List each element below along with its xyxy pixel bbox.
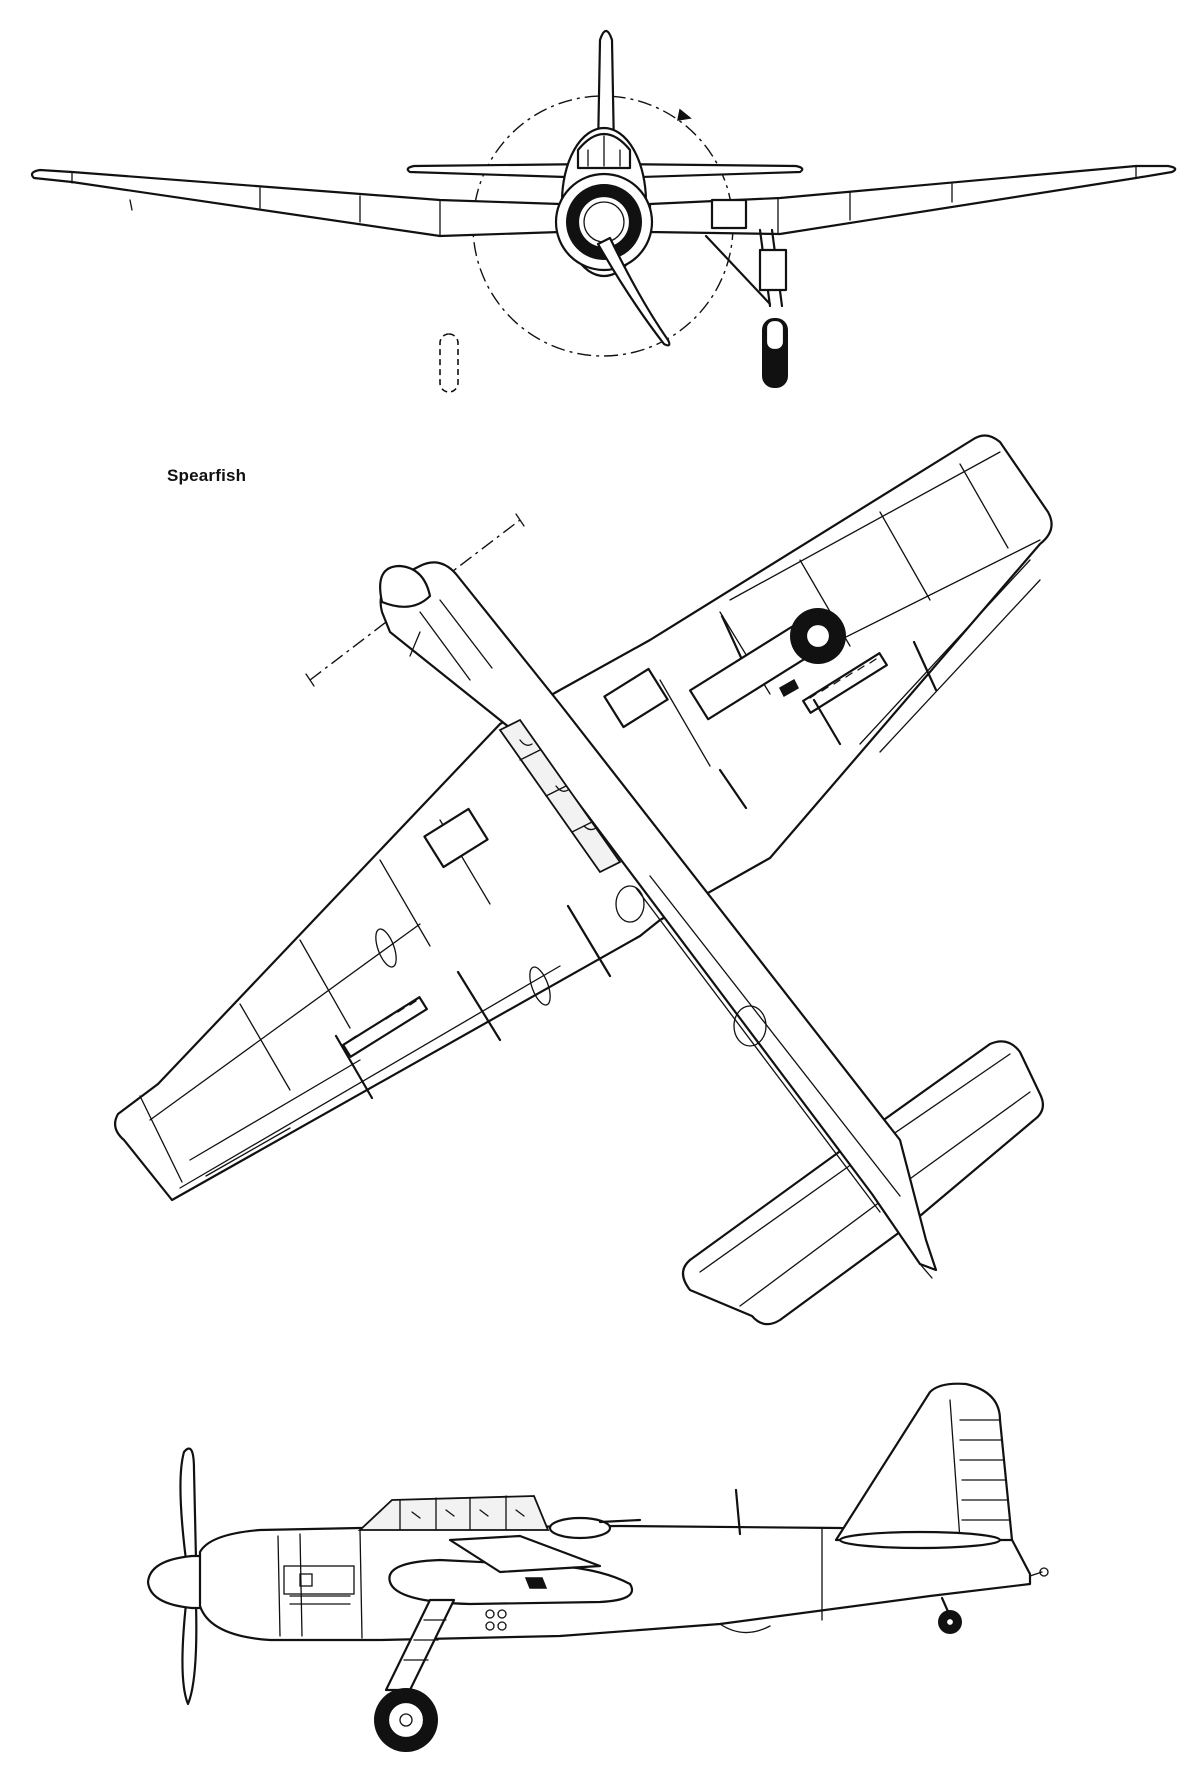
- front-left-wing: [30, 168, 562, 238]
- plan-view: [113, 434, 1053, 1326]
- front-right-wing: [648, 164, 1177, 236]
- right-wing-fairing: [603, 667, 669, 729]
- aircraft-name-label: Spearfish: [167, 466, 247, 485]
- propeller-blade: [596, 236, 671, 347]
- side-exhaust-panel: [283, 1565, 355, 1595]
- rotation-arrow-icon: [677, 108, 692, 121]
- side-spinner: [146, 1554, 204, 1610]
- side-wing-root: [388, 1558, 633, 1606]
- side-propeller-lower: [181, 1602, 198, 1706]
- side-view: [146, 1382, 1049, 1752]
- side-ventral-fairing: [719, 1623, 771, 1634]
- side-propeller-upper: [179, 1447, 198, 1562]
- marking-block: [779, 678, 799, 698]
- oleo-strut: [758, 248, 788, 292]
- side-wing-fairing: [448, 1534, 602, 1574]
- side-tailplane: [838, 1530, 1002, 1550]
- wheel-well-fairing: [710, 198, 748, 230]
- plan-gun-ports-left: [342, 996, 428, 1058]
- datum-line: [309, 519, 521, 681]
- side-fin: [834, 1382, 1014, 1542]
- plan-dorsal-fairing: [733, 1005, 767, 1047]
- side-turret: [548, 1516, 612, 1540]
- left-wing-fairing: [423, 807, 489, 869]
- plan-tail-hook: [919, 1263, 933, 1279]
- underwing-pylons: [334, 614, 938, 1100]
- retracted-wheel-ghost: [439, 333, 459, 393]
- plan-canopy: [498, 718, 622, 874]
- side-aerial-mast: [734, 1488, 742, 1536]
- plan-spinner: [379, 564, 432, 608]
- front-view: [30, 29, 1177, 393]
- plan-gun-ports-right: [802, 652, 888, 714]
- side-canopy: [357, 1495, 550, 1531]
- side-rear-gun: [598, 1518, 642, 1524]
